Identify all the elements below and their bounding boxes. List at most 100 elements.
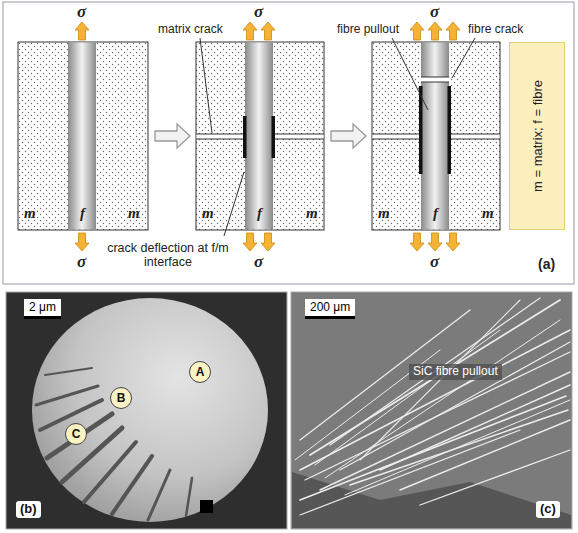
hackle-lines bbox=[36, 368, 192, 520]
crack-edge bbox=[196, 134, 245, 135]
pulled-fibres bbox=[295, 298, 570, 515]
interface-debond bbox=[419, 86, 423, 174]
interface-debond bbox=[243, 116, 247, 158]
panel-letter: (c) bbox=[536, 501, 560, 518]
stage-1 bbox=[18, 42, 148, 230]
stress-symbol: σ bbox=[77, 252, 86, 272]
fibre-line bbox=[330, 298, 540, 445]
crack-edge bbox=[372, 134, 421, 135]
hackle bbox=[148, 470, 170, 520]
stress-symbol: σ bbox=[254, 252, 263, 272]
matrix-crack bbox=[197, 134, 246, 139]
matrix-region bbox=[292, 472, 571, 528]
stress-arrow bbox=[410, 22, 424, 40]
matrix-block bbox=[196, 42, 324, 230]
fibre-crack bbox=[421, 77, 449, 82]
stress-arrows bbox=[75, 22, 460, 251]
stress-arrow bbox=[410, 233, 424, 251]
fibre bbox=[68, 43, 96, 230]
phase-letter: f bbox=[433, 205, 438, 222]
stress-arrow bbox=[446, 233, 460, 251]
point-marker: C bbox=[65, 423, 87, 445]
sem-fracture-surface bbox=[6, 292, 287, 529]
process-arrow bbox=[155, 124, 190, 148]
panel-letter: (a) bbox=[538, 256, 555, 272]
fibre-line bbox=[310, 300, 560, 455]
panel-frame bbox=[3, 2, 574, 284]
hackle bbox=[45, 368, 92, 375]
crack-edge bbox=[449, 134, 500, 135]
matrix-crack bbox=[273, 134, 324, 139]
image-annotation: SiC fibre pullout bbox=[409, 364, 502, 380]
crack-edge bbox=[421, 82, 449, 83]
stress-symbol: σ bbox=[254, 2, 263, 22]
stress-arrow bbox=[75, 22, 89, 40]
callout-label: fibre pullout bbox=[337, 23, 399, 37]
callout-label: matrix crack bbox=[158, 23, 223, 37]
matrix-crack bbox=[373, 134, 422, 139]
crack-edge bbox=[421, 77, 449, 78]
fibre-line bbox=[380, 385, 570, 470]
callout-label: crack deflection at f/m interface bbox=[107, 241, 229, 270]
fibre bbox=[421, 43, 449, 230]
stress-arrow bbox=[261, 22, 275, 40]
stage-3 bbox=[372, 42, 500, 230]
interface-debond bbox=[272, 116, 276, 158]
leader-line bbox=[200, 38, 212, 133]
stress-arrow bbox=[243, 22, 257, 40]
point-letter: B bbox=[117, 391, 126, 405]
phase-letter: f bbox=[257, 205, 262, 222]
crack-edge bbox=[273, 139, 324, 140]
key-text: m = matrix; f = fibre bbox=[530, 80, 545, 192]
stress-symbol: σ bbox=[430, 2, 439, 22]
hackle bbox=[36, 386, 98, 405]
matrix-block bbox=[372, 42, 500, 230]
matrix-block bbox=[18, 42, 148, 230]
fibre-line bbox=[320, 372, 570, 490]
stress-symbol: σ bbox=[77, 2, 86, 22]
fibre-line bbox=[315, 330, 500, 465]
fibre-line bbox=[300, 396, 566, 500]
stress-arrow bbox=[261, 233, 275, 251]
sem-fibre-pullout bbox=[291, 292, 572, 529]
panel-frame bbox=[6, 292, 287, 529]
phase-letter: m bbox=[378, 205, 390, 222]
phase-letter: m bbox=[202, 205, 214, 222]
fibre-line bbox=[345, 400, 570, 495]
scale-bar: 200 μm bbox=[305, 299, 355, 319]
fibre bbox=[245, 43, 273, 230]
hackle bbox=[47, 414, 112, 458]
hackle bbox=[186, 478, 192, 516]
fibre-cross-section bbox=[32, 298, 268, 522]
key-box: m = matrix; f = fibre bbox=[509, 42, 565, 230]
interface-debond bbox=[448, 86, 452, 174]
point-marker: A bbox=[189, 361, 211, 383]
callout-label: fibre crack bbox=[468, 23, 523, 37]
fibre-line bbox=[350, 410, 568, 485]
phase-letter: f bbox=[80, 205, 85, 222]
crack-edge bbox=[372, 139, 421, 140]
phase-letter: m bbox=[482, 205, 494, 222]
leader-line bbox=[392, 38, 428, 110]
leader-line bbox=[224, 172, 244, 236]
point-letter: A bbox=[196, 365, 205, 379]
phase-letter: m bbox=[24, 205, 36, 222]
stage-2 bbox=[196, 42, 324, 230]
leader-lines bbox=[200, 38, 475, 236]
hackle bbox=[112, 456, 152, 514]
crack-edge bbox=[196, 139, 245, 140]
fibre-line bbox=[340, 342, 570, 470]
stress-arrow bbox=[428, 22, 442, 40]
crack-edge bbox=[449, 139, 500, 140]
stress-arrow bbox=[446, 22, 460, 40]
scale-bar: 2 μm bbox=[24, 299, 61, 319]
matrix-crack bbox=[449, 134, 500, 139]
fibre-line bbox=[360, 300, 520, 460]
marker-square bbox=[200, 500, 213, 513]
leader-line bbox=[452, 38, 475, 78]
stress-symbol: σ bbox=[430, 252, 439, 272]
fibre-line bbox=[420, 450, 570, 505]
crack-edge bbox=[273, 134, 324, 135]
